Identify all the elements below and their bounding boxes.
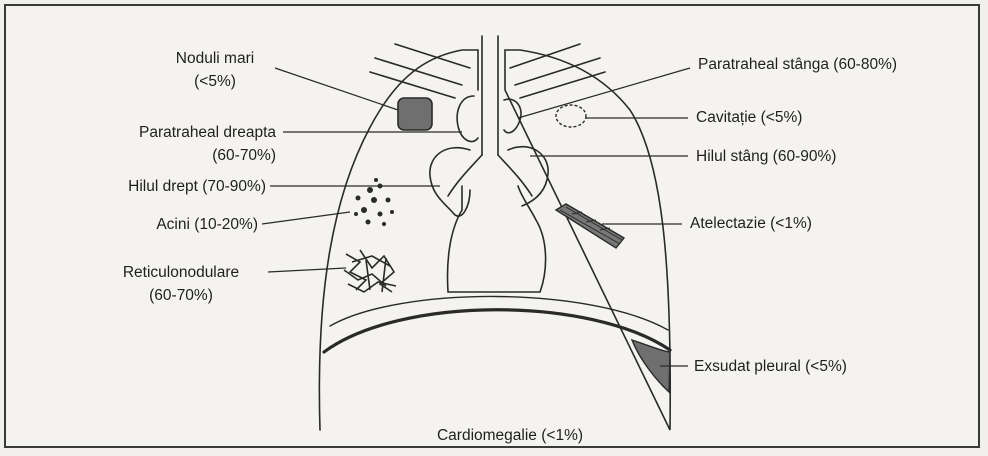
- label-reticulonodulare: Reticulonodulare (60-70%): [92, 261, 270, 307]
- label-atelectazie: Atelectazie (<1%): [690, 212, 812, 235]
- label-noduli-mari: Noduli mari (<5%): [150, 47, 280, 93]
- atelectasis-band: [556, 204, 624, 248]
- nodule-mass: [398, 98, 432, 130]
- clavicle-right-2: [520, 72, 605, 98]
- clavicle-left-3: [395, 44, 470, 68]
- clavicle-left-2: [370, 72, 455, 98]
- leader-reticulonodulare: [268, 268, 346, 272]
- label-cavitatie: Cavitație (<5%): [696, 106, 802, 129]
- label-hilul-stang: Hilul stâng (60-90%): [696, 145, 836, 168]
- label-paratraheal-stanga: Paratraheal stânga (60-80%): [698, 53, 897, 76]
- acini-cluster: [354, 178, 394, 226]
- paratracheal-node-right: [457, 96, 478, 142]
- label-cardiomegalie: Cardiomegalie (<1%): [400, 424, 620, 447]
- label-exsudat-pleural: Exsudat pleural (<5%): [694, 355, 847, 378]
- hilum-right: [430, 148, 470, 216]
- reticulonodular-pattern: [344, 250, 396, 292]
- label-hilul-drept: Hilul drept (70-90%): [60, 175, 266, 198]
- label-acini: Acini (10-20%): [60, 213, 258, 236]
- trachea: [482, 36, 498, 155]
- label-paratraheal-dreapta: Paratraheal dreapta (60-70%): [60, 121, 276, 167]
- cavity-lesion: [556, 105, 586, 127]
- diaphragm-inner: [324, 310, 670, 352]
- leader-lines: [262, 68, 690, 366]
